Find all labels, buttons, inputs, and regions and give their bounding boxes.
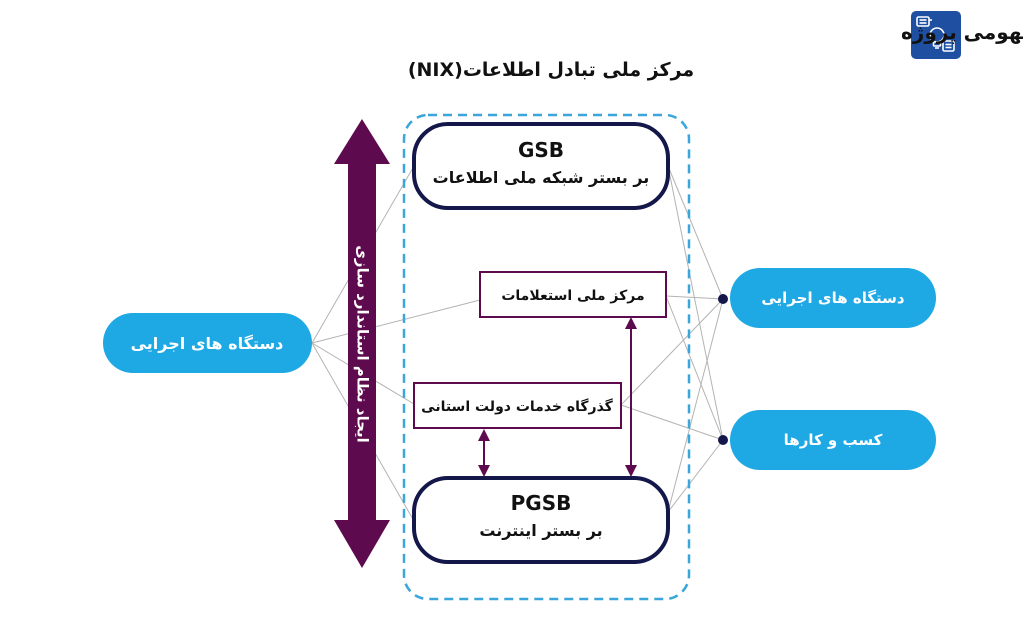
container-title: مرکز ملی تبادل اطلاعات(NIX) bbox=[408, 59, 694, 81]
line-gateway-right-bottom bbox=[620, 404, 724, 441]
line-inquiry-right-bottom bbox=[665, 295, 724, 441]
standardization-arrow: ایجاد نظام استاندارد سازی bbox=[334, 119, 390, 568]
right-top-node-label: دستگاه های اجرایی bbox=[761, 289, 905, 307]
provincial-gateway-label: گذرگاه خدمات دولت استانی bbox=[421, 398, 614, 415]
gsb-box: GSB بر بستر شبکه ملی اطلاعات bbox=[412, 122, 670, 210]
line-pgsb-right-top bbox=[667, 298, 724, 513]
right-business-node: کسب و کارها bbox=[718, 410, 936, 470]
connector-dot-top bbox=[718, 294, 728, 304]
line-left-inquiry bbox=[311, 299, 481, 344]
idea-bulb-icon-glyph bbox=[916, 16, 955, 52]
connector-dot-bottom bbox=[718, 435, 728, 445]
left-executive-node: دستگاه های اجرایی bbox=[103, 313, 312, 373]
inquiry-center-label: مرکز ملی استعلامات bbox=[501, 288, 644, 304]
line-gateway-right-top bbox=[620, 298, 724, 406]
provincial-gateway-box: گذرگاه خدمات دولت استانی bbox=[413, 382, 622, 429]
left-node-label: دستگاه های اجرایی bbox=[131, 334, 284, 353]
double-arrow-shape bbox=[334, 119, 390, 568]
gsb-title: GSB bbox=[518, 138, 564, 162]
line-gsb-right-top bbox=[667, 165, 724, 300]
inquiry-center-box: مرکز ملی استعلامات bbox=[479, 271, 667, 318]
gsb-subtitle: بر بستر شبکه ملی اطلاعات bbox=[433, 168, 650, 187]
right-executive-node: دستگاه های اجرایی bbox=[718, 268, 936, 328]
page-title: مدل مفهومی پروژه bbox=[901, 20, 1023, 45]
standardization-label: ایجاد نظام استاندارد سازی bbox=[354, 245, 372, 443]
inner-arrows bbox=[478, 317, 637, 477]
right-bottom-node-label: کسب و کارها bbox=[784, 431, 883, 449]
line-gsb-right-bottom bbox=[667, 165, 724, 441]
header: مدل مفهومی پروژه bbox=[901, 11, 1023, 59]
pgsb-subtitle: بر بستر اینترنت bbox=[479, 521, 602, 540]
pgsb-title: PGSB bbox=[511, 491, 572, 515]
line-pgsb-right-bottom bbox=[667, 439, 724, 513]
pgsb-box: PGSB بر بستر اینترنت bbox=[412, 476, 670, 564]
